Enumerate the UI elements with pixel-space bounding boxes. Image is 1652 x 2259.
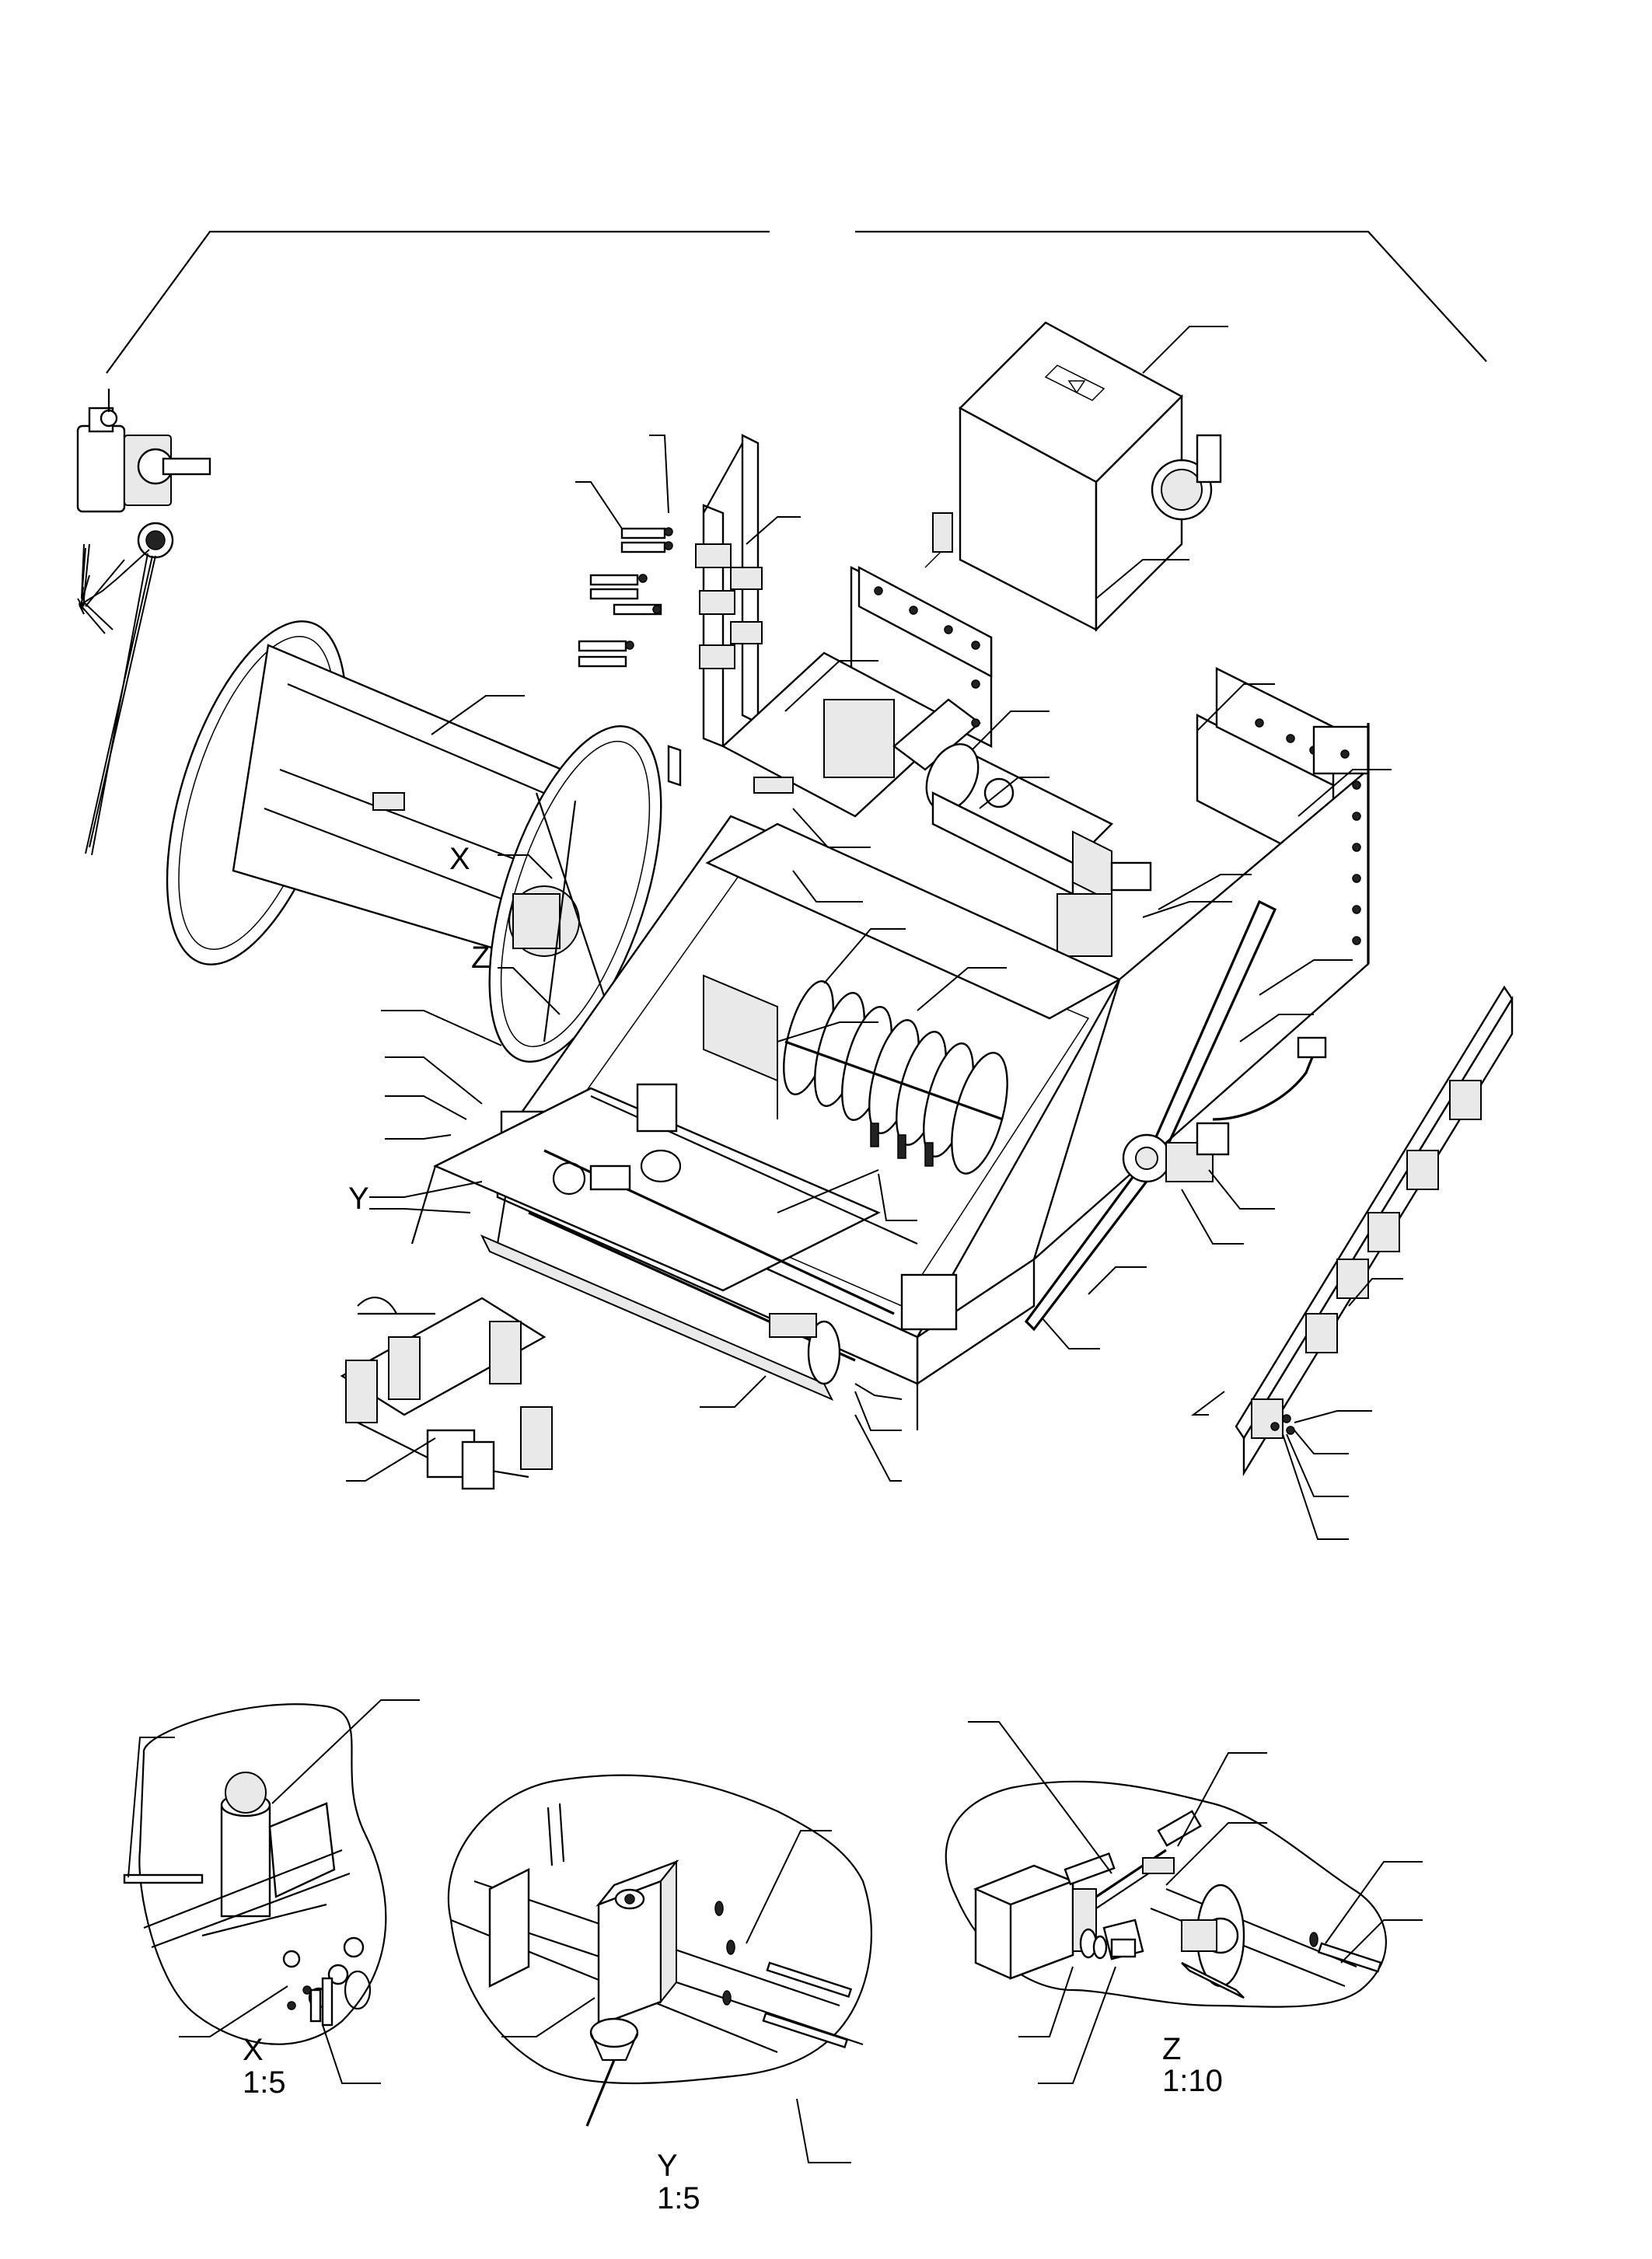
drum-reel (166, 620, 662, 1063)
drive-motor (925, 743, 1152, 957)
detail-y-view: Y 1:5 (447, 1774, 873, 2215)
side-frame-uprights (578, 434, 763, 787)
lower-subframe (340, 1297, 553, 1490)
detail-x-scale: 1:5 (243, 2065, 286, 2100)
detail-z-view: Z 1:10 (945, 1721, 1423, 2098)
bolt-set-upper (578, 527, 673, 668)
detail-x-letter-main: X (449, 842, 470, 876)
detail-y-marker-circle (552, 1161, 586, 1196)
detail-x-letter: X (243, 2033, 264, 2067)
detail-z-letter-main: Z (471, 941, 490, 975)
detail-y-scale: 1:5 (657, 2181, 700, 2215)
detail-x-view: X 1:5 (123, 1699, 420, 2100)
detail-markers-main (552, 1149, 682, 1196)
cutter-rotor (703, 974, 1008, 1175)
chain-drive (1024, 899, 1327, 1332)
flange-holes-right (1340, 749, 1361, 945)
detail-z-letter: Z (1162, 2032, 1181, 2066)
detail-y-letter: Y (657, 2149, 678, 2183)
electrical-cabinet (924, 321, 1222, 632)
left-bearing-assembly (76, 389, 211, 856)
front-rollers (410, 1083, 918, 1402)
detail-y-letter-main: Y (348, 1182, 369, 1216)
callout-leaders-main (346, 326, 1403, 1540)
detail-z-scale: 1:10 (1162, 2064, 1223, 2098)
right-side-rail (1235, 985, 1514, 1477)
top-exploded-bracket (106, 230, 1487, 374)
flange-holes-left (857, 566, 993, 728)
